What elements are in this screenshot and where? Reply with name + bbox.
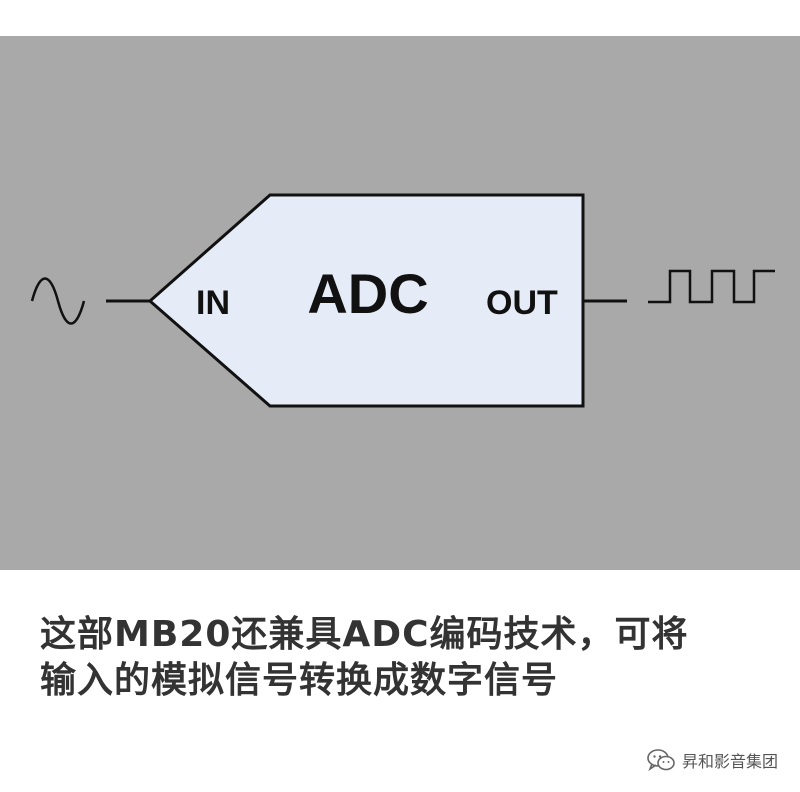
watermark: 昇和影音集团 [646,745,778,775]
diagram-panel: IN ADC OUT [0,36,800,570]
sine-wave-icon [30,277,86,325]
block-label: ADC [307,262,428,325]
input-label: IN [196,284,230,322]
watermark-text: 昇和影音集团 [681,752,778,771]
caption: 这部MB20还兼具ADC编码技术，可将 输入的模拟信号转换成数字信号 [40,612,760,704]
wechat-icon [647,749,675,772]
caption-line-2: 输入的模拟信号转换成数字信号 [40,660,559,701]
square-wave-icon [648,269,775,304]
adc-diagram: IN ADC OUT [30,193,775,408]
caption-line-1: 这部MB20还兼具ADC编码技术，可将 [40,614,689,655]
output-label: OUT [486,284,558,322]
